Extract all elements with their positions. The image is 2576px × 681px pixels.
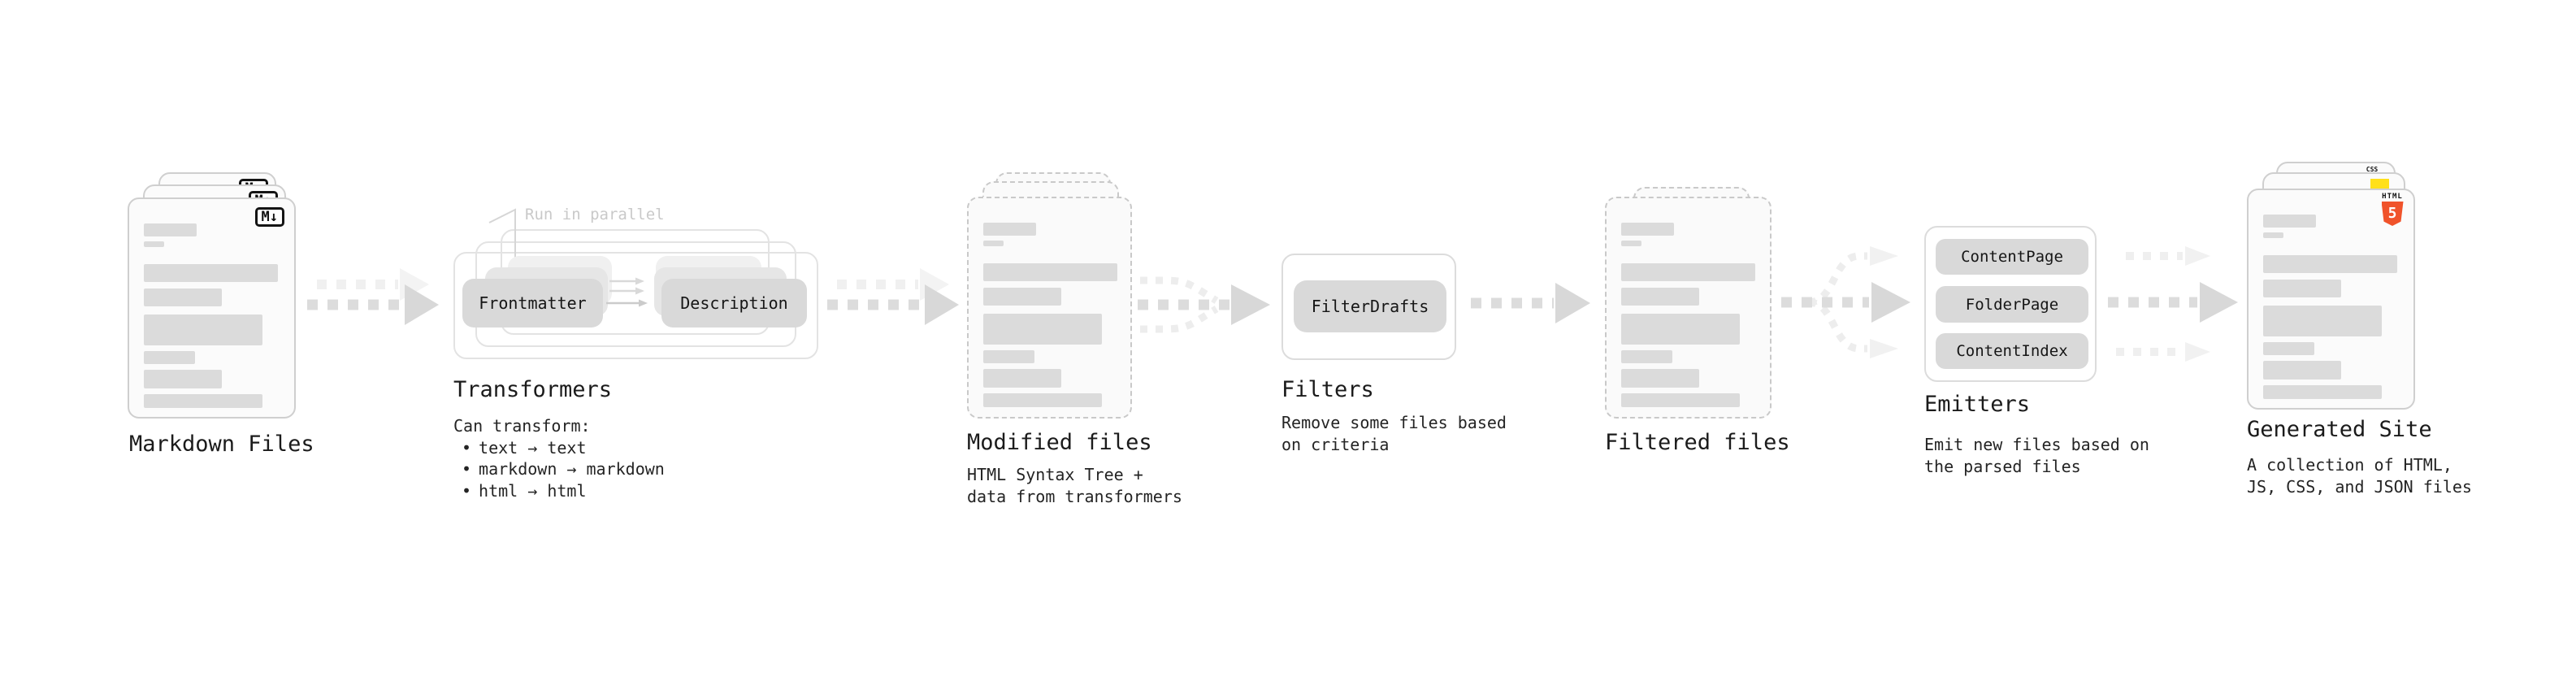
- generated-site-label: Generated Site: [2247, 417, 2432, 442]
- generated-site-description: A collection of HTML, JS, CSS, and JSON …: [2247, 454, 2472, 497]
- skeleton-line: [1621, 350, 1672, 363]
- skeleton-line: [144, 223, 197, 236]
- skeleton-line: [983, 350, 1034, 363]
- html5-icon: HTML 5: [2379, 193, 2405, 226]
- skeleton-line: [144, 370, 222, 388]
- transformers-bullet: • html → html: [453, 480, 665, 502]
- emitters-label: Emitters: [1924, 392, 2031, 417]
- station-generated-site: CSS HTML 5: [2247, 162, 2415, 410]
- skeleton-line: [983, 288, 1061, 306]
- desc-line: the parsed files: [1924, 456, 2081, 476]
- emitters-panel: ContentPage FolderPage ContentIndex: [1924, 226, 2097, 382]
- skeleton-line: [2263, 215, 2316, 228]
- station-filtered-files: [1605, 187, 1772, 419]
- desc-line: A collection of HTML,: [2247, 455, 2452, 475]
- modified-files-description: HTML Syntax Tree + data from transformer…: [967, 464, 1182, 507]
- generated-document-front: HTML 5: [2247, 189, 2415, 410]
- filters-description: Remove some files based on criteria: [1281, 412, 1507, 455]
- css-icon-text: CSS: [2366, 166, 2379, 173]
- arrow-emitters-to-generated: [2108, 246, 2238, 362]
- skeleton-line: [983, 263, 1117, 281]
- skeleton-line: [2263, 255, 2397, 273]
- skeleton-line: [1621, 241, 1641, 246]
- bullet-glyph: •: [462, 437, 472, 458]
- markdown-icon: M↓: [254, 207, 284, 227]
- bullet-text: markdown → markdown: [479, 459, 665, 479]
- parallel-transform-arrows: [606, 277, 648, 307]
- arrow-modified-to-filters-merge: [1138, 276, 1270, 333]
- station-markdown-files: M↓ M↓ M↓: [128, 162, 297, 419]
- skeleton-line: [983, 369, 1061, 388]
- arrow-transformers-to-modified: [827, 268, 959, 325]
- run-in-parallel-annotation: Run in parallel: [525, 206, 665, 223]
- skeleton-line: [2263, 361, 2341, 380]
- filterdrafts-pill: FilterDrafts: [1294, 280, 1446, 332]
- skeleton-line: [983, 393, 1102, 407]
- skeleton-line: [983, 241, 1004, 246]
- station-modified-files: [967, 172, 1132, 419]
- skeleton-line: [2263, 385, 2382, 399]
- modified-files-label: Modified files: [967, 430, 1152, 455]
- folderpage-pill: FolderPage: [1936, 286, 2088, 323]
- skeleton-line: [2263, 342, 2314, 355]
- skeleton-line: [144, 241, 164, 247]
- skeleton-line: [2263, 306, 2382, 336]
- skeleton-line: [144, 394, 262, 408]
- skeleton-line: [1621, 263, 1755, 281]
- skeleton-line: [144, 264, 278, 282]
- transformers-desc-lead: Can transform:: [453, 416, 591, 436]
- skeleton-line: [2263, 232, 2283, 238]
- skeleton-line: [144, 314, 262, 345]
- description-pill: Description: [661, 279, 807, 327]
- html5-icon-shield: 5: [2381, 202, 2404, 226]
- filtered-document-front: [1605, 197, 1772, 419]
- arrow-filtered-to-emitters-fork: [1781, 246, 1910, 358]
- contentindex-pill: ContentIndex: [1936, 333, 2088, 369]
- skeleton-line: [1621, 223, 1674, 236]
- skeleton-line: [983, 314, 1102, 345]
- contentpage-pill: ContentPage: [1936, 239, 2088, 275]
- transformers-bullet: • markdown → markdown: [453, 458, 665, 480]
- desc-line: on criteria: [1281, 434, 1390, 454]
- desc-line: data from transformers: [967, 486, 1182, 506]
- transformers-description: Can transform: • text → text • markdown → …: [453, 415, 665, 501]
- filtered-files-label: Filtered files: [1605, 430, 1790, 455]
- markdown-document-front: M↓: [128, 197, 296, 419]
- emitters-description: Emit new files based on the parsed files: [1924, 434, 2149, 477]
- bullet-glyph: •: [462, 459, 472, 479]
- javascript-icon: [2370, 179, 2389, 189]
- transformers-bullet: • text → text: [453, 437, 665, 459]
- skeleton-line: [144, 351, 195, 364]
- skeleton-line: [1621, 288, 1699, 306]
- filters-label: Filters: [1281, 377, 1374, 402]
- bullet-glyph: •: [462, 480, 472, 501]
- transformer-box-front: [453, 252, 818, 359]
- desc-line: Remove some files based: [1281, 413, 1507, 432]
- skeleton-line: [1621, 369, 1699, 388]
- desc-line: JS, CSS, and JSON files: [2247, 476, 2472, 497]
- html5-icon-text: HTML: [2382, 193, 2403, 201]
- desc-line: Emit new files based on: [1924, 435, 2149, 454]
- skeleton-line: [1621, 393, 1740, 407]
- desc-line: HTML Syntax Tree +: [967, 465, 1143, 484]
- arrow-filters-to-filtered: [1471, 283, 1590, 323]
- skeleton-line: [983, 223, 1036, 236]
- skeleton-line: [1621, 314, 1740, 345]
- modified-document-front: [967, 197, 1132, 419]
- markdown-files-label: Markdown Files: [129, 432, 314, 457]
- filters-panel: FilterDrafts: [1281, 254, 1456, 360]
- frontmatter-pill: Frontmatter: [462, 279, 603, 327]
- transformers-label: Transformers: [453, 377, 613, 402]
- bullet-text: text → text: [479, 437, 587, 458]
- skeleton-line: [2263, 280, 2341, 297]
- bullet-text: html → html: [479, 480, 587, 501]
- skeleton-line: [144, 288, 222, 306]
- arrow-markdown-to-transformers: [307, 268, 439, 325]
